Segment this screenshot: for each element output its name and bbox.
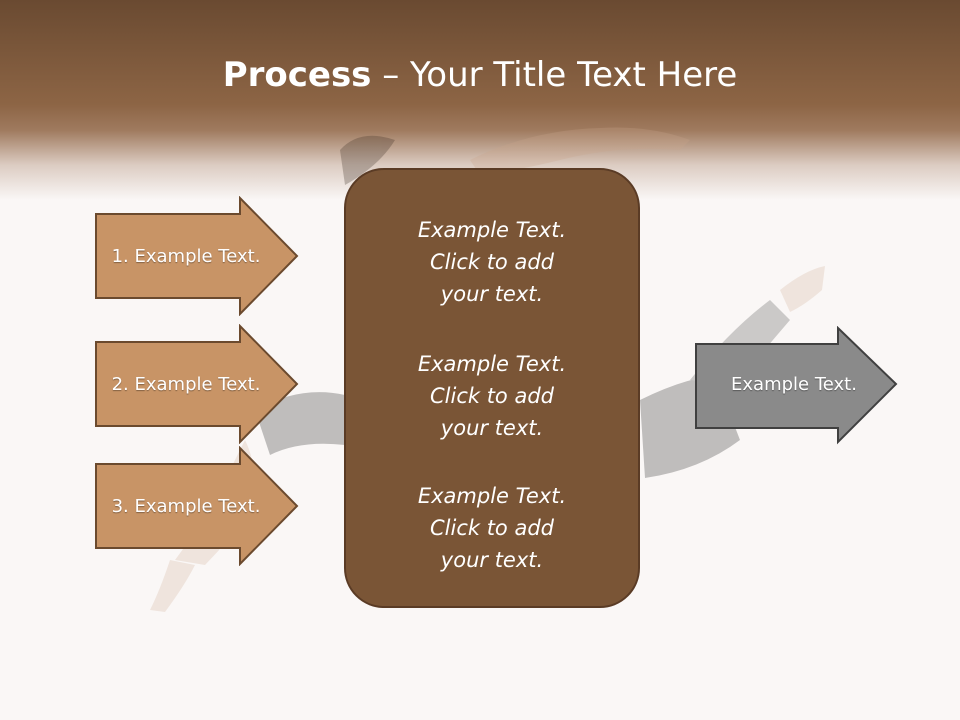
paragraph-line: Example Text. [417, 484, 567, 508]
paragraph-line: Click to add [429, 384, 554, 408]
right-arrow[interactable] [694, 326, 900, 446]
left-arrow-1[interactable] [94, 196, 300, 316]
paragraph-line: Example Text. [417, 352, 567, 376]
paragraph-line: your text. [440, 282, 544, 306]
paragraph-line: Click to add [429, 516, 554, 540]
title-banner [0, 0, 960, 200]
slide-title-rest: – Your Title Text Here [371, 55, 738, 95]
slide-title: Process – Your Title Text Here [0, 52, 960, 98]
left-arrow-3[interactable] [94, 446, 300, 566]
paragraph-line: Example Text. [417, 218, 567, 242]
paragraph-line: your text. [440, 548, 544, 572]
paragraph-line: Click to add [429, 250, 554, 274]
left-arrow-2-label: 2. Example Text. [111, 373, 261, 395]
paragraph-line: your text. [440, 416, 544, 440]
slide-title-bold: Process [222, 55, 372, 95]
left-arrow-1-label: 1. Example Text. [111, 245, 261, 267]
left-arrow-3-label: 3. Example Text. [111, 495, 261, 517]
left-arrow-2[interactable] [94, 324, 300, 444]
center-paragraph-2: Example Text. Click to add your text. [346, 348, 638, 444]
center-text-box[interactable]: Example Text. Click to add your text. Ex… [344, 168, 640, 608]
right-arrow-label: Example Text. [731, 373, 857, 395]
center-paragraph-1: Example Text. Click to add your text. [346, 214, 638, 310]
center-paragraph-3: Example Text. Click to add your text. [346, 480, 638, 576]
